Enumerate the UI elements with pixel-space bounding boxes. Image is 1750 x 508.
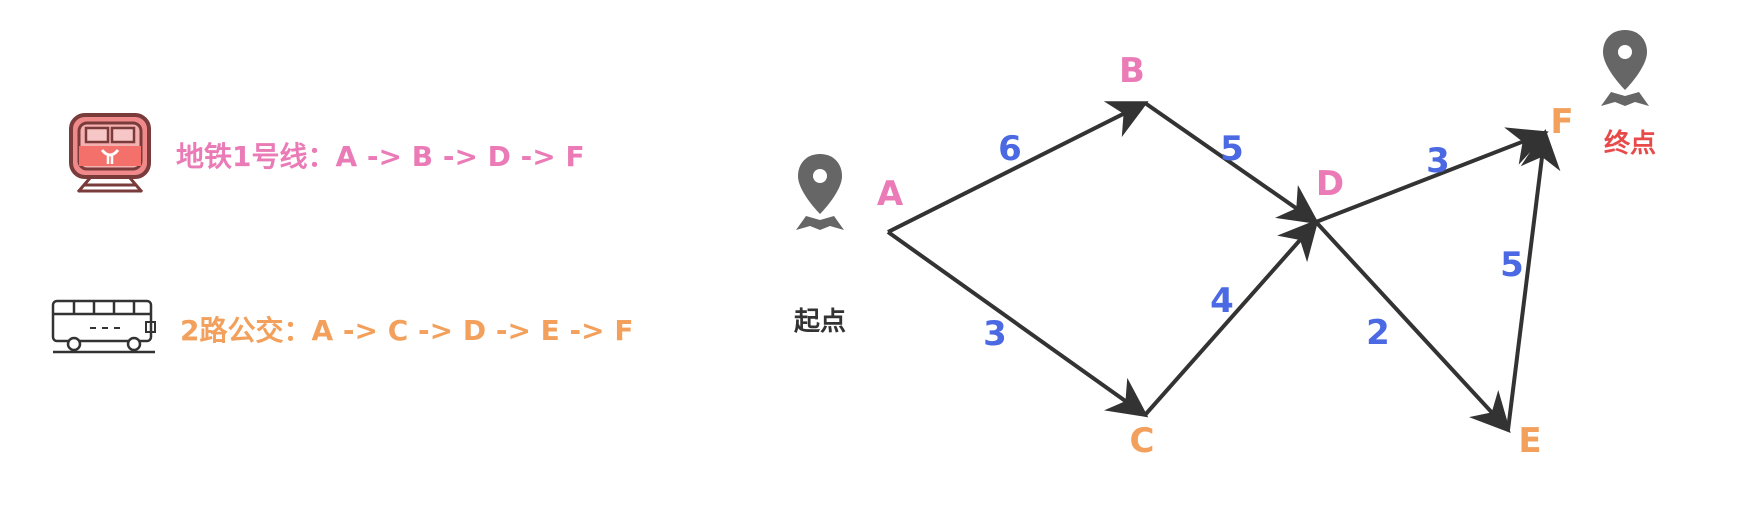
edge-weight-D-F: 3 — [1426, 141, 1450, 181]
edge-B-D — [1143, 101, 1320, 225]
node-label-B: B — [1119, 51, 1145, 91]
start-pin-icon — [796, 154, 844, 230]
node-label-F: F — [1550, 102, 1573, 142]
node-label-A: A — [877, 174, 904, 214]
metro-route-row: 地铁1号线：A -> B -> D -> F — [68, 112, 585, 198]
edge-weight-B-D: 5 — [1220, 129, 1244, 169]
edge-D-E — [1314, 220, 1511, 433]
edge-weight-A-C: 3 — [983, 314, 1007, 354]
node-label-C: C — [1130, 421, 1155, 461]
node-label-E: E — [1518, 421, 1541, 461]
end-caption: 终点 — [1604, 128, 1656, 159]
bus-route-row: 2路公交：A -> C -> D -> E -> F — [50, 298, 634, 360]
bus-icon — [50, 298, 158, 360]
node-label-D: D — [1316, 164, 1344, 204]
edge-C-D — [1143, 219, 1319, 417]
edge-weight-C-D: 4 — [1210, 281, 1234, 321]
edge-weight-D-E: 2 — [1366, 313, 1390, 353]
edge-weight-A-B: 6 — [998, 129, 1022, 169]
edge-D-F — [1315, 127, 1549, 224]
end-pin-icon — [1601, 30, 1649, 106]
bus-route-label: 2路公交：A -> C -> D -> E -> F — [180, 314, 634, 347]
edge-weight-E-F: 5 — [1500, 245, 1524, 285]
edge-E-F — [1506, 129, 1561, 431]
start-caption: 起点 — [794, 306, 846, 337]
edge-A-C — [886, 230, 1149, 418]
metro-route-label: 地铁1号线：A -> B -> D -> F — [176, 140, 585, 173]
metro-train-icon — [68, 112, 154, 198]
edge-A-B — [887, 101, 1149, 234]
